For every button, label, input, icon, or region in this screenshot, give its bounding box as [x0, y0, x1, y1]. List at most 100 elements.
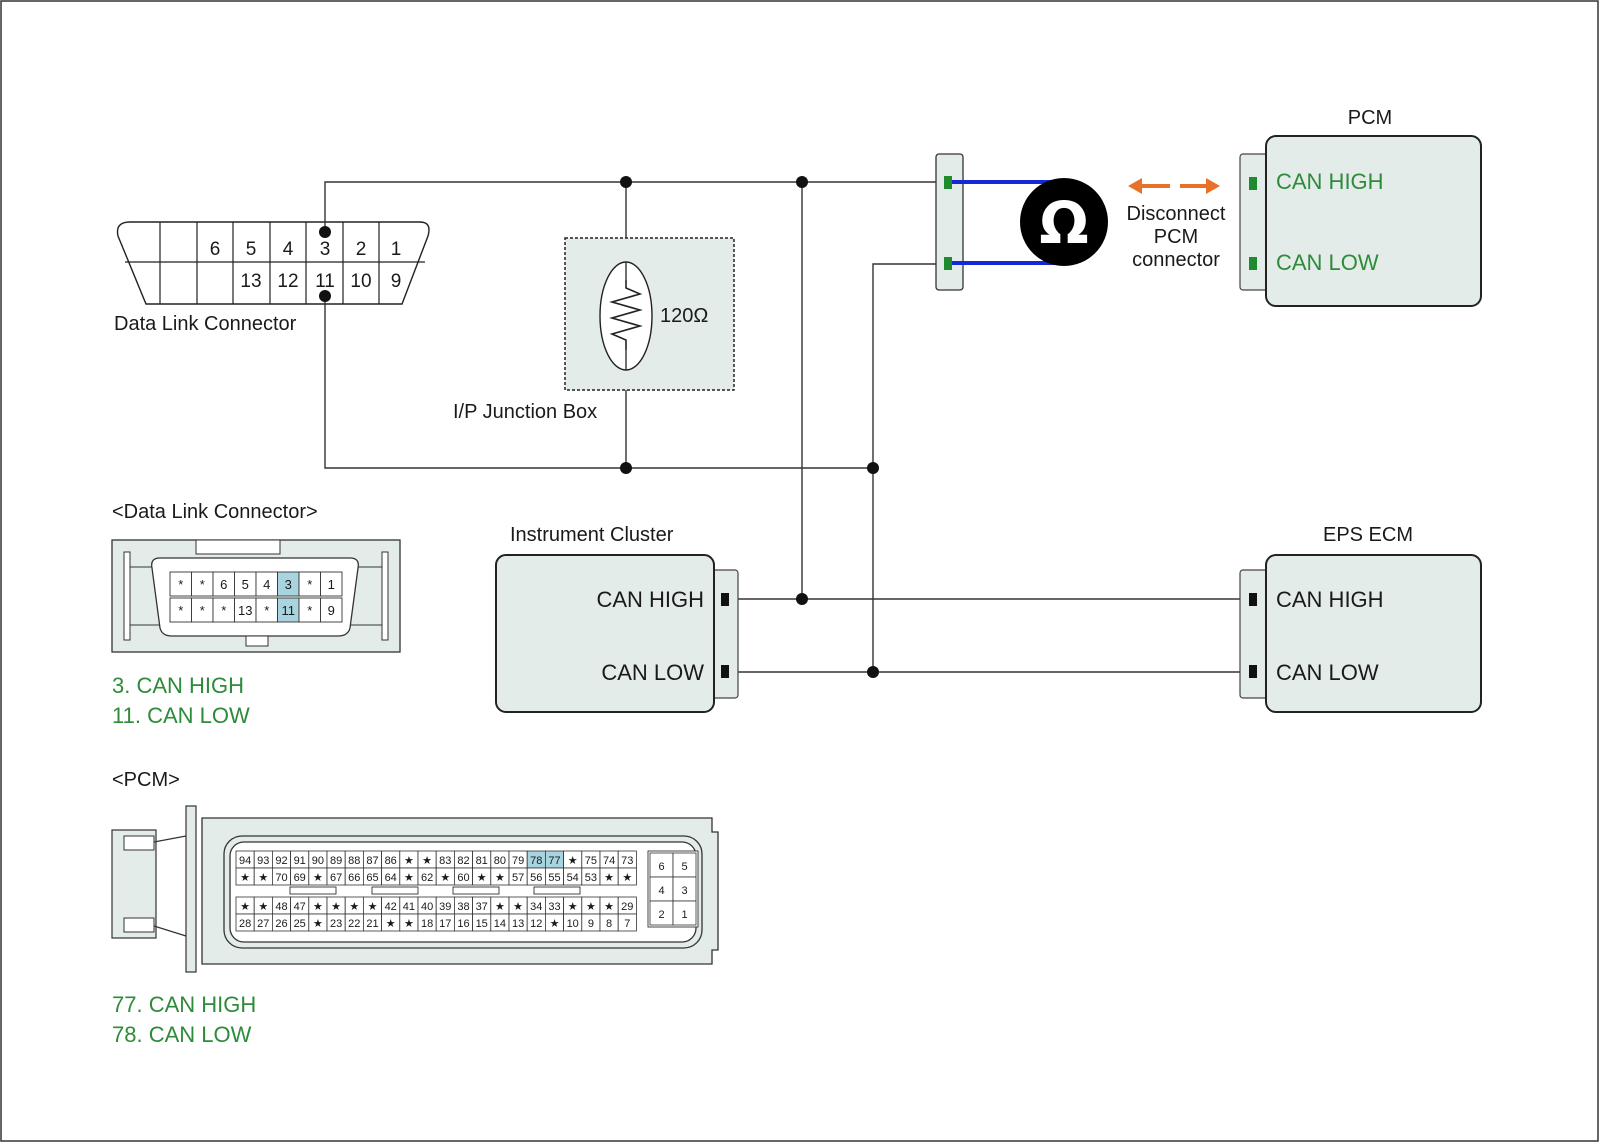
pcm-face-pin: ★: [258, 901, 268, 913]
dlc-top-label: Data Link Connector: [114, 313, 297, 335]
dlc-face-pin: 6: [220, 577, 227, 592]
pcm-face-pin: ★: [386, 918, 396, 930]
dlc-top-outline: [116, 221, 430, 305]
eps-ecm-title: EPS ECM: [1323, 524, 1413, 546]
pcm-face-pin: ★: [622, 872, 632, 884]
pcm-face-pin: ★: [495, 872, 505, 884]
pcm-face-pin: 70: [275, 872, 287, 884]
dlc-face-pin: *: [264, 603, 269, 618]
pcm-face-pin: 57: [512, 872, 524, 884]
pcm-side-pin: 2: [658, 909, 664, 921]
pcm-face-pin: 87: [366, 855, 378, 867]
pcm-face-pin: 13: [512, 918, 524, 930]
resistor-icon: [609, 280, 643, 350]
pcm-face-pin: 65: [366, 872, 378, 884]
pcm-face-pin: ★: [604, 872, 614, 884]
dlc-face-body: [151, 557, 359, 637]
pcm-face-pin: 77: [548, 855, 560, 867]
eps-box: [1265, 554, 1482, 713]
pcm-face-pin: 18: [421, 918, 433, 930]
harness-pin-low: [944, 257, 952, 270]
pcm-side-pin: 4: [658, 885, 664, 897]
pcm-face-pin: 55: [548, 872, 560, 884]
pcm-face-pin: 83: [439, 855, 451, 867]
pcm-side-pin: 6: [658, 861, 664, 873]
dlc-face-pin: 1: [328, 577, 335, 592]
eps-can-high-label: CAN HIGH: [1276, 587, 1384, 612]
pcm-face-pin: 67: [330, 872, 342, 884]
pcm-pin-high: [1249, 177, 1257, 190]
pcm-face-pin: 90: [312, 855, 324, 867]
cluster-pin-high: [721, 593, 729, 606]
instrument-cluster-module: Instrument Cluster CAN HIGH CAN LOW: [495, 524, 739, 713]
pcm-face-pin: ★: [349, 901, 359, 913]
dlc-pin-11: 11: [315, 271, 335, 292]
pcm-side-pin: 3: [681, 885, 687, 897]
pcm-face-pin: 79: [512, 855, 524, 867]
pcm-face-pin: 23: [330, 918, 342, 930]
pcm-face-pin: ★: [604, 901, 614, 913]
instrument-cluster-title: Instrument Cluster: [510, 524, 674, 546]
dlc-pin-10: 10: [350, 271, 371, 292]
dlc-face-legend-low: 11. CAN LOW: [112, 703, 250, 728]
pcm-face-pin: ★: [586, 901, 596, 913]
cluster-box: [495, 554, 715, 713]
pcm-face-pin: 88: [348, 855, 360, 867]
dlc-pin-6: 6: [210, 239, 221, 260]
disconnect-arrows-icon: [1128, 178, 1220, 194]
dlc-face-title: <Data Link Connector>: [112, 501, 318, 523]
splice-dot: [796, 176, 808, 188]
disconnect-note-line2: PCM: [1154, 226, 1198, 248]
splice-dot: [620, 176, 632, 188]
pcm-can-high-label: CAN HIGH: [1276, 169, 1384, 194]
pcm-face-pin: 15: [476, 918, 488, 930]
pcm-face-pin: ★: [404, 855, 414, 867]
pcm-face-pin: 37: [476, 901, 488, 913]
dlc-face-pin: 3: [285, 577, 292, 592]
splice-dot: [867, 666, 879, 678]
pcm-face-pin: ★: [258, 872, 268, 884]
pcm-face-pin: 28: [239, 918, 251, 930]
cluster-can-low-label: CAN LOW: [601, 660, 704, 685]
dlc-pin-13: 13: [240, 271, 261, 292]
pcm-face-pin: 73: [621, 855, 633, 867]
ip-junction-box: 120Ω I/P Junction Box: [453, 237, 735, 423]
pcm-face-pin: ★: [422, 855, 432, 867]
pcm-face-pin: ★: [331, 901, 341, 913]
pcm-face-pin: 27: [257, 918, 269, 930]
harness-connector-body: [935, 153, 964, 291]
pcm-face-pin: 60: [457, 872, 469, 884]
pcm-face-title: <PCM>: [112, 769, 180, 791]
pcm-face-pin: 17: [439, 918, 451, 930]
pcm-face-pin: 14: [494, 918, 506, 930]
pcm-face-pin: 41: [403, 901, 415, 913]
pcm-face-pin: 89: [330, 855, 342, 867]
resistor-value: 120Ω: [660, 305, 708, 327]
pcm-face-pin: 53: [585, 872, 597, 884]
pcm-face-pin: 42: [385, 901, 397, 913]
pcm-face-pin: 22: [348, 918, 360, 930]
dlc-face-pin: 9: [328, 603, 335, 618]
pcm-side-pin: 1: [681, 909, 687, 921]
dlc-top-row1: 6 5 4 3 2 1: [210, 239, 402, 260]
pcm-face-pin: 69: [294, 872, 306, 884]
pcm-face-pin: ★: [313, 901, 323, 913]
dlc-face-pin: *: [221, 603, 226, 618]
dlc-face-pin: *: [178, 577, 183, 592]
pcm-face-pin: 29: [621, 901, 633, 913]
disconnect-note-line1: Disconnect: [1127, 203, 1226, 225]
dlc-pin-1: 1: [391, 239, 402, 260]
pcm-face-pin: 38: [457, 901, 469, 913]
pcm-face-pin: 21: [366, 918, 378, 930]
pcm-face-pin: 40: [421, 901, 433, 913]
junction-box-label: I/P Junction Box: [453, 401, 597, 423]
dlc-face-legend-high: 3. CAN HIGH: [112, 673, 244, 698]
low-vertical-wire: [872, 263, 948, 672]
pcm-face-legend-high: 77. CAN HIGH: [112, 992, 256, 1017]
pcm-face-pin: 10: [567, 918, 579, 930]
pcm-module: PCM CAN HIGH CAN LOW: [1239, 107, 1482, 307]
splice-dot: [319, 226, 331, 238]
